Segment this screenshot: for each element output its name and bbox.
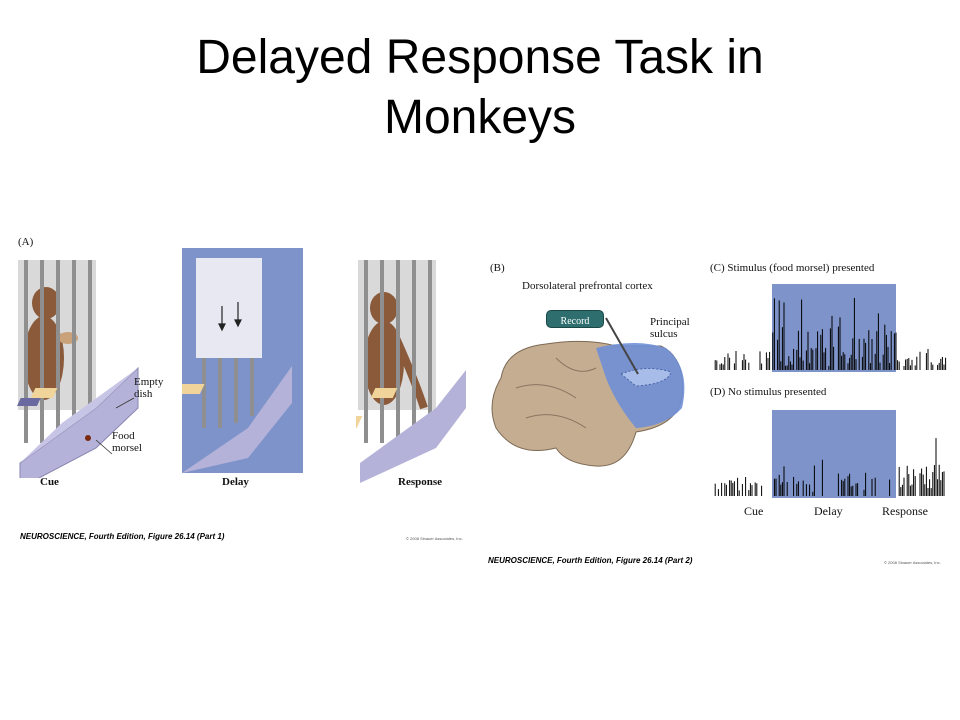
panel-b-label: (B) <box>490 262 505 274</box>
figure-credit: NEUROSCIENCE, Fourth Edition, Figure 26.… <box>20 532 225 541</box>
raster-stimulus <box>714 284 947 372</box>
phase-label-cue: Cue <box>744 504 764 518</box>
tray <box>360 370 466 483</box>
down-arrows <box>218 302 242 332</box>
spike-train <box>714 297 947 370</box>
callout-line <box>95 439 113 455</box>
panel-d-label: (D) No stimulus presented <box>710 386 827 398</box>
empty-dish <box>16 398 41 406</box>
cue-illustration <box>16 260 139 478</box>
phase-label-delay: Delay <box>814 504 843 518</box>
spike-train <box>714 438 945 496</box>
food-morsel <box>85 435 91 441</box>
brain-illustration <box>491 317 685 467</box>
response-illustration <box>356 260 466 483</box>
cover-card <box>356 416 363 428</box>
food-morsel-label: Food morsel <box>112 430 142 454</box>
copyright-notice: © 2008 Sinauer Associates, Inc. <box>884 560 941 565</box>
cover-card <box>30 388 58 398</box>
principal-sulcus <box>620 368 672 387</box>
empty-dish-label: Empty dish <box>134 376 164 400</box>
raster-no-stimulus <box>714 410 945 498</box>
record-label: Record <box>560 316 590 327</box>
slide-title: Delayed Response Task in Monkeys <box>0 28 960 148</box>
slide-title-text: Delayed Response Task in Monkeys <box>196 31 764 144</box>
region-label: Dorsolateral prefrontal cortex <box>522 280 653 292</box>
tray-top <box>20 368 138 463</box>
stage-label-response: Response <box>398 476 443 488</box>
delay-illustration <box>182 248 303 473</box>
delay-highlight <box>772 410 896 498</box>
brain-folds <box>515 357 597 429</box>
electrode <box>605 317 639 375</box>
phase-label-response: Response <box>882 504 928 518</box>
stage-label-delay: Delay <box>222 476 249 488</box>
cover-card <box>182 384 205 394</box>
opaque-screen <box>196 258 262 358</box>
tray <box>182 366 292 473</box>
figure-part2: (B) Dorsolateral prefrontal cortex Recor… <box>486 258 950 570</box>
cover-card <box>370 388 398 398</box>
record-badge: Record <box>546 310 604 328</box>
copyright-notice: © 2008 Sinauer Associates, Inc. <box>406 536 463 541</box>
figure-credit: NEUROSCIENCE, Fourth Edition, Figure 26.… <box>488 556 693 565</box>
cage-bars <box>364 260 432 443</box>
figure-part1: (A) Empty dish Food morsel <box>16 236 476 546</box>
panel-a-label: (A) <box>18 236 34 248</box>
cage-bars <box>202 358 254 428</box>
stage-label-cue: Cue <box>40 476 59 488</box>
panel-c-label: (C) Stimulus (food morsel) presented <box>710 262 875 274</box>
sulcus-label: Principal sulcus <box>650 316 690 340</box>
callout-line <box>115 397 135 409</box>
